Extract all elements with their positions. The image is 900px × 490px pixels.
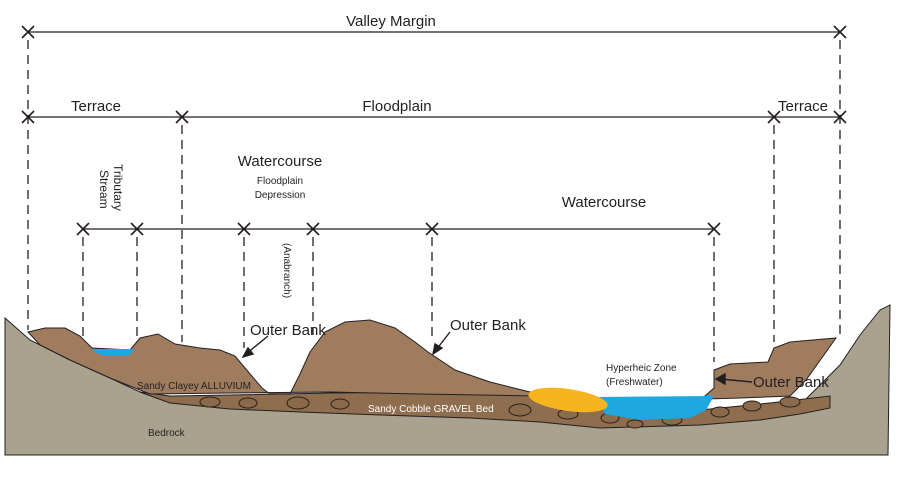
x-marker [21,110,35,124]
cobble [330,398,350,410]
cobble [508,403,532,417]
cobble [779,396,801,408]
anabranch-label: (Anabranch) [281,243,292,298]
outer-bank-label: Outer Bank [753,374,829,391]
cobble [710,406,730,418]
x-marker [767,110,781,124]
bedrock-label: Bedrock [148,428,186,439]
tributary-label-2: Stream [97,170,111,209]
floodplain-label: Floodplain [362,98,431,115]
arrow-head [241,346,255,359]
outer-bank-arrows [241,331,753,386]
x-marker [833,25,847,39]
watercourse-left-label: Watercourse [238,153,322,170]
cobble [238,397,258,409]
floodplain-depression-label-2: Depression [255,190,306,201]
x-marker [76,222,90,236]
arrow-head [714,372,726,386]
x-marker [21,25,35,39]
tributary-label: Tributary [111,164,125,211]
terrace-floodplain-span [21,110,847,124]
cobble [742,400,762,412]
cobble [199,396,221,408]
x-marker [306,222,320,236]
valley-margin-span [21,25,847,39]
cobble [286,396,310,410]
valley-margin-label: Valley Margin [346,13,436,30]
arrow-head [431,342,444,356]
tributary-water [92,349,134,355]
x-marker [425,222,439,236]
hyporheic-zone-label-2: (Freshwater) [606,377,663,388]
outer-bank-label: Outer Bank [450,317,526,334]
hyporheic-zone [528,387,608,413]
x-marker [707,222,721,236]
gravel-bed-label: Sandy Cobble GRAVEL Bed [368,404,494,415]
outer-bank-label: Outer Bank [250,322,326,339]
watercourse-span [76,222,721,236]
x-marker [237,222,251,236]
dashed-guide-lines [27,40,841,362]
hyporheic-zone-label: Hyperheic Zone [606,363,677,374]
x-marker [175,110,189,124]
x-marker [130,222,144,236]
main-channel-water [596,396,714,420]
floodplain-depression-label: Floodplain [257,176,303,187]
gravel-cobbles [199,396,801,429]
watercourse-right-label: Watercourse [562,194,646,211]
terrace-left-label: Terrace [71,98,121,115]
x-marker [833,110,847,124]
alluvium-label: Sandy Clayey ALLUVIUM [137,381,251,392]
terrace-right-label: Terrace [778,98,828,115]
cobble [626,419,644,429]
